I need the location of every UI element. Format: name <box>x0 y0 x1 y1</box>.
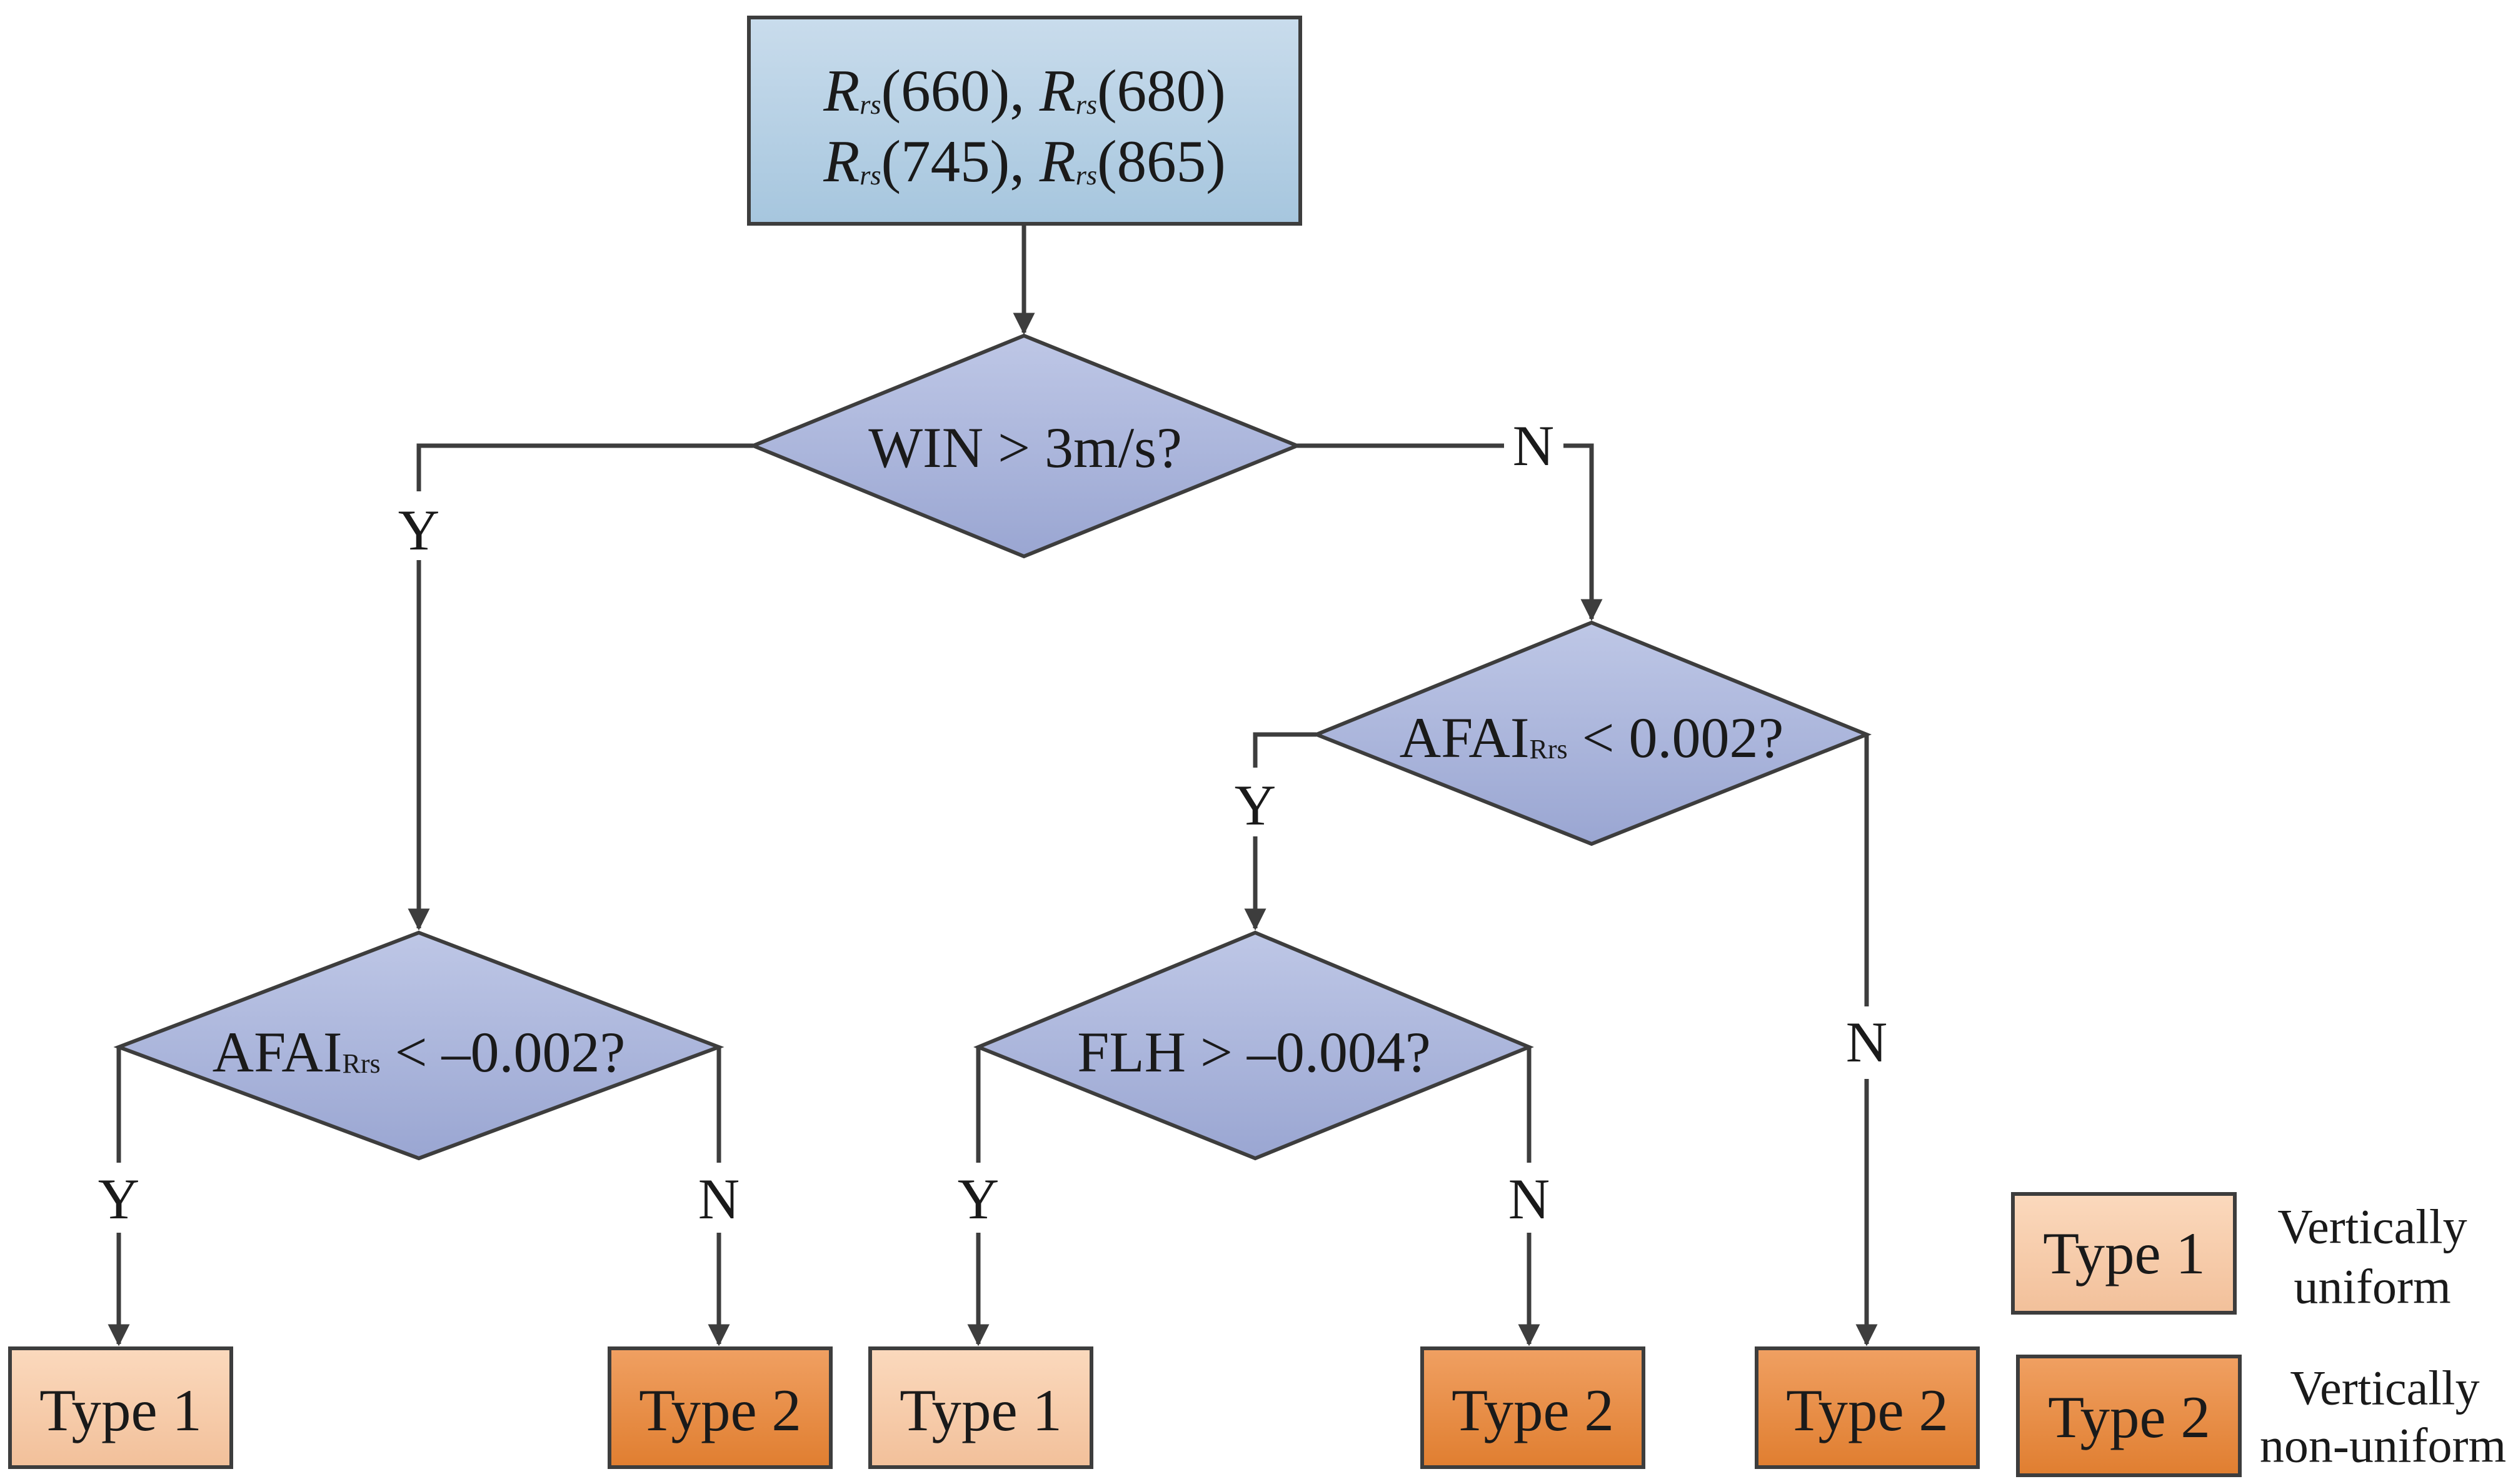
edge-label-afai-right-yes: Y <box>1235 773 1276 837</box>
legend-desc-type2-line2: non-uniform <box>2260 1418 2506 1473</box>
legend-item-type1: Type 1 Vertically uniform <box>2011 1192 2467 1315</box>
outcome-label: Type 2 <box>1452 1377 1614 1443</box>
outcome-type2-middle: Type 2 <box>1420 1346 1645 1469</box>
input-box-shape <box>747 16 1302 226</box>
legend-desc-type2-line1: Vertically <box>2290 1361 2479 1415</box>
legend-desc-type1-line1: Vertically <box>2277 1200 2467 1254</box>
outcome-label: Type 2 <box>1786 1377 1949 1443</box>
edge-label-afai-left-no: N <box>698 1167 740 1231</box>
outcome-type2-left: Type 2 <box>608 1346 833 1469</box>
outcome-label: Type 2 <box>639 1377 801 1443</box>
outcome-box-shape <box>8 1346 233 1469</box>
decision-afai-right-shape <box>1311 620 1872 846</box>
decision-afai-left-shape <box>113 930 725 1161</box>
legend-swatch-type2 <box>2016 1355 2242 1477</box>
edge-label-win-yes: Y <box>398 498 439 562</box>
legend-label-type2: Type 2 <box>2048 1384 2210 1450</box>
input-line-1: Rrs(660), Rrs(680) <box>823 58 1226 124</box>
decision-afai-right: AFAIRrs < 0.002? <box>1311 620 1872 846</box>
legend-item-type2: Type 2 Vertically non-uniform <box>2016 1355 2506 1477</box>
decision-flh-text: FLH > –0.004? <box>1077 1020 1431 1084</box>
decision-afai-left-text: AFAIRrs < –0.002? <box>213 1020 626 1084</box>
decision-flh: FLH > –0.004? <box>973 930 1534 1161</box>
decision-win: WIN > 3m/s? <box>748 333 1303 559</box>
legend-desc-type1-line2: uniform <box>2294 1260 2450 1314</box>
outcome-type1-left: Type 1 <box>8 1346 233 1469</box>
input-bands-box: Rrs(660), Rrs(680) Rrs(745), Rrs(865) <box>747 16 1302 226</box>
outcome-type1-middle: Type 1 <box>868 1346 1093 1469</box>
decision-win-shape <box>748 333 1303 559</box>
outcome-type2-right: Type 2 <box>1755 1346 1980 1469</box>
edge-label-afai-right-no: N <box>1846 1010 1887 1074</box>
edge-label-flh-yes: Y <box>958 1167 999 1231</box>
connector-afai-right-yes <box>1244 732 1317 931</box>
outcome-box-shape <box>1420 1346 1645 1469</box>
outcome-label: Type 1 <box>900 1377 1062 1443</box>
edge-label-flh-no: N <box>1508 1167 1550 1231</box>
edge-label-afai-left-yes: Y <box>98 1167 139 1231</box>
outcome-box-shape <box>1755 1346 1980 1469</box>
outcome-box-shape <box>868 1346 1093 1469</box>
decision-afai-right-text: AFAIRrs < 0.002? <box>1400 706 1784 770</box>
legend-swatch-type1 <box>2011 1192 2237 1315</box>
legend-label-type1: Type 1 <box>2043 1220 2205 1286</box>
decision-flh-shape <box>973 930 1534 1161</box>
edge-labels: Y N Y N Y N Y N <box>91 413 1898 1233</box>
outcome-box-shape <box>608 1346 833 1469</box>
decision-afai-left: AFAIRrs < –0.002? <box>113 930 725 1161</box>
edge-label-win-no: N <box>1513 414 1554 478</box>
input-line-2: Rrs(745), Rrs(865) <box>823 128 1226 194</box>
decision-win-text: WIN > 3m/s? <box>868 416 1182 479</box>
connector-win-no <box>1297 443 1603 621</box>
connector-win-yes <box>408 443 753 931</box>
legend: Type 1 Vertically uniform Type 2 Vertica… <box>2011 1192 2506 1477</box>
outcome-label: Type 1 <box>39 1377 202 1443</box>
